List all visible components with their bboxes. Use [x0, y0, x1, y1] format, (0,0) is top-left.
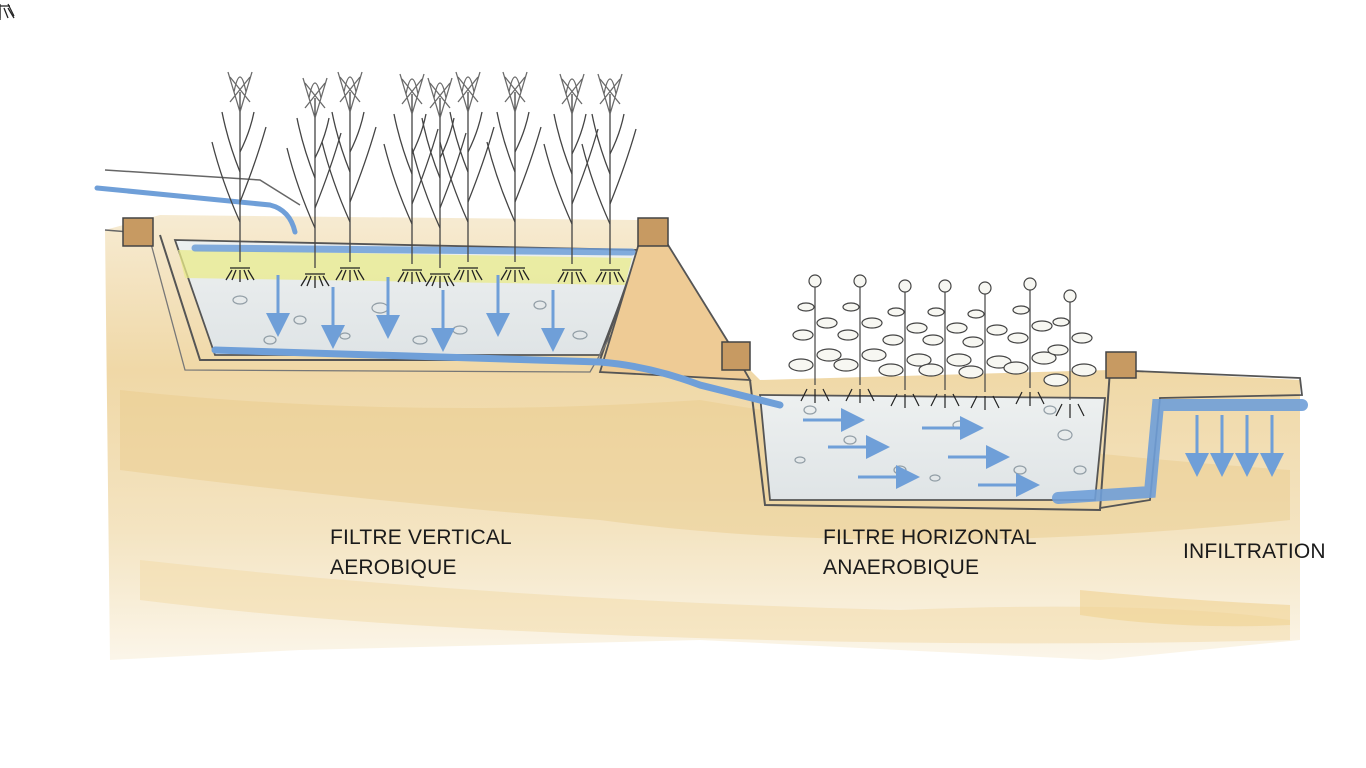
label-infiltration-text: INFILTRATION	[1183, 540, 1326, 563]
label-vertical-filter: FILTRE VERTICAL AEROBIQUE	[330, 523, 512, 583]
vertical-filter-basin	[149, 234, 661, 373]
water-flow-arrow-icon	[803, 408, 1040, 497]
water-flow-arrow-icon	[266, 275, 565, 352]
water-flow-arrow-icon	[1185, 415, 1284, 477]
concrete-block-icon	[122, 217, 1137, 379]
infiltration-trench	[1099, 369, 1304, 509]
label-horizontal-filter-line1: FILTRE HORIZONTAL	[823, 526, 1037, 549]
water-pipes	[94, 185, 1308, 504]
marsh-plant-icon	[0, 3, 1097, 419]
reed-plant-icon	[0, 5, 637, 289]
label-vertical-filter-line2: AEROBIQUE	[330, 556, 457, 579]
label-infiltration: INFILTRATION	[1183, 537, 1326, 567]
label-horizontal-filter-line2: ANAEROBIQUE	[823, 556, 980, 579]
label-vertical-filter-line1: FILTRE VERTICAL	[330, 526, 512, 549]
label-horizontal-filter: FILTRE HORIZONTAL ANAEROBIQUE	[823, 523, 1037, 583]
